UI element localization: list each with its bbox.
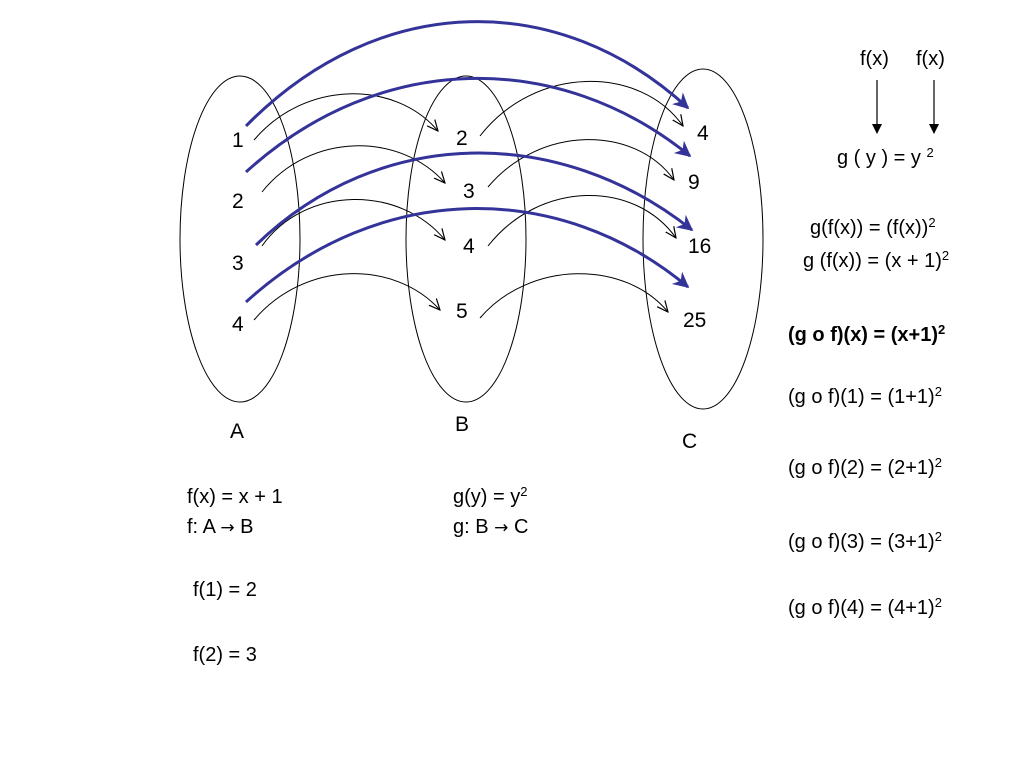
set-c-element: 16 (688, 235, 712, 258)
composite-eval: (g o f)(3) = (3+1)2 (788, 529, 942, 553)
gfx-equation-1: g(f(x)) = (f(x))2 (810, 215, 936, 239)
composite-eval: (g o f)(1) = (1+1)2 (788, 384, 942, 408)
set-b-element: 4 (463, 235, 475, 258)
composite-definition: (g o f)(x) = (x+1)2 (788, 322, 946, 346)
set-a-label: A (230, 420, 245, 443)
set-c-ellipse (642, 68, 764, 410)
fx-label-right: f(x) (916, 48, 945, 70)
composite-eval: (g o f)(2) = (2+1)2 (788, 455, 942, 479)
g-arrow-4-to-16 (487, 195, 676, 247)
f-example: f(2) = 3 (193, 644, 257, 666)
g-rule: g(y) = y2 (453, 484, 528, 508)
right-arrow-icon: → (494, 518, 509, 538)
set-c-element: 4 (697, 122, 709, 145)
gof-arrow-3-to-16 (254, 151, 694, 247)
set-c-element: 9 (688, 171, 700, 194)
g-arrow-3-to-9 (487, 139, 674, 188)
f-arrow-3-to-4 (261, 199, 445, 247)
right-arrow-icon: → (220, 518, 235, 538)
g-arrow-2-to-4 (479, 80, 683, 137)
g-of-y-equation: g ( y ) = y 2 (837, 145, 934, 169)
set-b-element: 3 (463, 180, 475, 203)
f-arrow-4-to-5 (253, 273, 440, 321)
set-a-element: 2 (232, 190, 244, 213)
f-mapping: f: A → B (187, 516, 254, 538)
set-b-element: 5 (456, 300, 468, 323)
g-mapping: g: B → C (453, 516, 529, 538)
set-c-element: 25 (683, 309, 707, 332)
set-b-label: B (455, 413, 470, 436)
gof-arrow-1-to-4 (244, 20, 690, 128)
set-a-ellipse (179, 75, 301, 403)
f-arrow-2-to-3 (261, 145, 445, 193)
f-arrow-1-to-2 (253, 93, 438, 141)
set-b-element: 2 (456, 127, 468, 150)
gof-arrow-2-to-9 (244, 76, 692, 174)
set-b-ellipse (405, 75, 527, 403)
gof-arrow-4-to-25 (244, 207, 690, 304)
set-a-element: 1 (232, 129, 244, 152)
composite-eval: (g o f)(4) = (4+1)2 (788, 595, 942, 619)
fx-label-left: f(x) (860, 48, 889, 70)
g-arrow-5-to-25 (479, 273, 668, 319)
f-example: f(1) = 2 (193, 579, 257, 601)
gfx-equation-2: g (f(x)) = (x + 1)2 (803, 248, 950, 272)
set-a-element: 4 (232, 313, 244, 336)
f-rule: f(x) = x + 1 (187, 486, 283, 508)
set-a-element: 3 (232, 252, 244, 275)
set-c-label: C (682, 430, 698, 453)
